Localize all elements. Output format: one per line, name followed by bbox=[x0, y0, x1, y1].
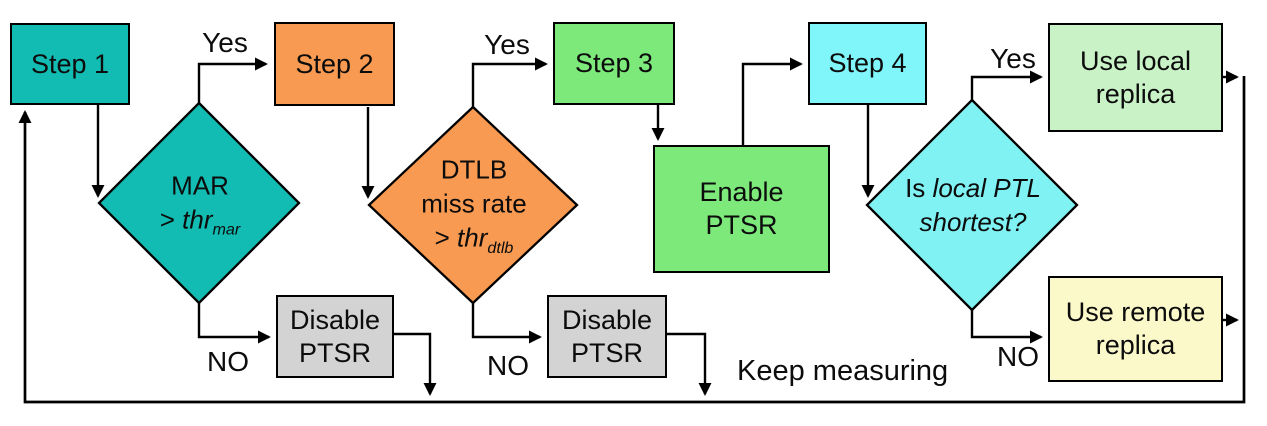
enable-ptsr-box: Enable PTSR bbox=[653, 145, 830, 273]
no-label-ptl: NO bbox=[997, 341, 1039, 372]
use-remote-replica-box: Use remote replica bbox=[1048, 276, 1223, 382]
dtlb-decision-label: DTLB miss rate > thrdtlb bbox=[421, 154, 527, 257]
edge-mar-yes-to-step2 bbox=[197, 57, 268, 103]
no-label-dtlb: NO bbox=[487, 350, 529, 381]
edge-dtlb-no-to-disable2 bbox=[471, 303, 542, 344]
edge-ptl-no-to-remote bbox=[970, 310, 1043, 344]
ptl-decision-label: Is local PTL shortest? bbox=[905, 173, 1041, 237]
no-label-mar: NO bbox=[207, 346, 249, 377]
step3-box: Step 3 bbox=[553, 22, 675, 105]
edge-disable2-to-loop bbox=[667, 332, 712, 396]
yes-label-mar: Yes bbox=[202, 27, 248, 58]
edge-enable-to-step4 bbox=[741, 57, 803, 145]
disable-ptsr-box-2: Disable PTSR bbox=[547, 295, 667, 378]
step2-label: Step 2 bbox=[295, 48, 374, 79]
use-remote-replica-label: Use remote replica bbox=[1065, 297, 1206, 360]
disable-ptsr-2-label: Disable PTSR bbox=[561, 304, 653, 368]
edge-mar-no-to-disable1 bbox=[197, 303, 271, 344]
disable-ptsr-1-label: Disable PTSR bbox=[289, 304, 381, 368]
step2-box: Step 2 bbox=[274, 22, 395, 106]
edge-ptl-yes-to-local bbox=[970, 70, 1043, 100]
use-local-replica-label: Use local replica bbox=[1079, 45, 1192, 109]
edge-dtlb-yes-to-step3 bbox=[471, 57, 548, 107]
enable-ptsr-label: Enable PTSR bbox=[699, 177, 784, 240]
use-local-replica-box: Use local replica bbox=[1048, 23, 1223, 132]
edge-disable1-to-loop bbox=[394, 332, 437, 396]
step3-label: Step 3 bbox=[574, 48, 654, 79]
step1-box: Step 1 bbox=[10, 23, 130, 105]
yes-label-ptl: Yes bbox=[990, 43, 1036, 74]
mar-decision-label: MAR > thrmar bbox=[159, 170, 241, 239]
step4-box: Step 4 bbox=[808, 22, 927, 105]
step1-label: Step 1 bbox=[30, 48, 110, 79]
yes-label-dtlb: Yes bbox=[484, 29, 530, 60]
step4-label: Step 4 bbox=[828, 48, 907, 79]
keep-measuring-annotation: Keep measuring bbox=[737, 355, 949, 387]
disable-ptsr-box-1: Disable PTSR bbox=[276, 295, 394, 378]
feedback-loop-to-step1 bbox=[18, 76, 1246, 404]
